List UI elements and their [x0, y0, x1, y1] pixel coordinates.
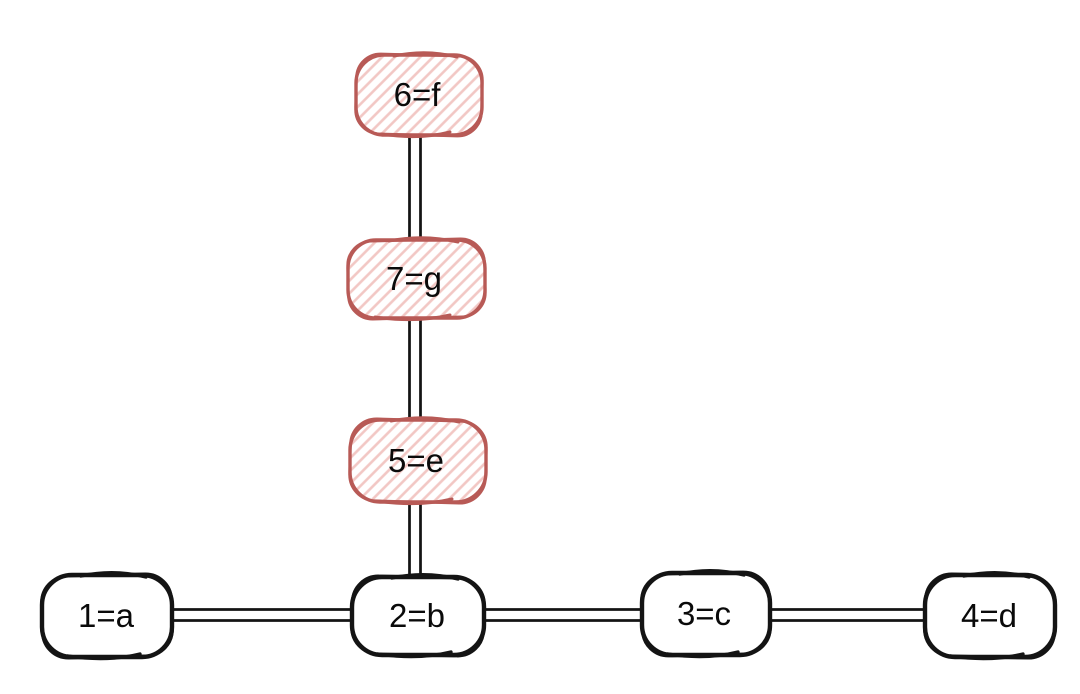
sketch-stroke: [79, 571, 148, 579]
edge-f-g: [408, 128, 422, 247]
node-label: 3=c: [677, 595, 731, 632]
edge-e-b: [408, 495, 422, 584]
node-label: 5=e: [388, 442, 444, 479]
node-shape-ghost: [348, 417, 488, 505]
sketch-stroke: [390, 573, 460, 581]
sketch-stroke: [949, 652, 1025, 661]
node-label: 4=d: [961, 597, 1017, 634]
edge-a-b: [164, 608, 360, 622]
sketch-stroke: [379, 130, 452, 139]
node-label: 7=g: [386, 260, 442, 297]
sketch-stroke: [392, 51, 459, 59]
node-label: 6=f: [394, 76, 442, 113]
node-5e: 5=e: [348, 416, 488, 506]
edge-b-c: [477, 608, 648, 622]
sketch-stroke: [389, 416, 461, 424]
edge-g-e: [408, 311, 422, 427]
sketch-stroke: [387, 236, 460, 244]
sketch-stroke: [376, 650, 453, 659]
node-4d: 4=d: [922, 571, 1058, 661]
node-3c: 3=c: [639, 569, 773, 659]
sketch-stroke: [962, 571, 1031, 579]
sketch-stroke: [375, 497, 454, 506]
sketch-stroke: [666, 650, 740, 659]
node-2b: 2=b: [349, 573, 487, 659]
node-label: 1=a: [78, 597, 135, 634]
sketch-stroke: [373, 313, 452, 322]
sketch-stroke: [678, 569, 746, 577]
edge-c-d: [762, 608, 932, 622]
node-7g: 7=g: [346, 236, 487, 322]
node-6f: 6=f: [354, 51, 484, 139]
node-1a: 1=a: [39, 571, 175, 661]
node-label: 2=b: [389, 597, 445, 634]
sketch-stroke: [66, 652, 142, 661]
